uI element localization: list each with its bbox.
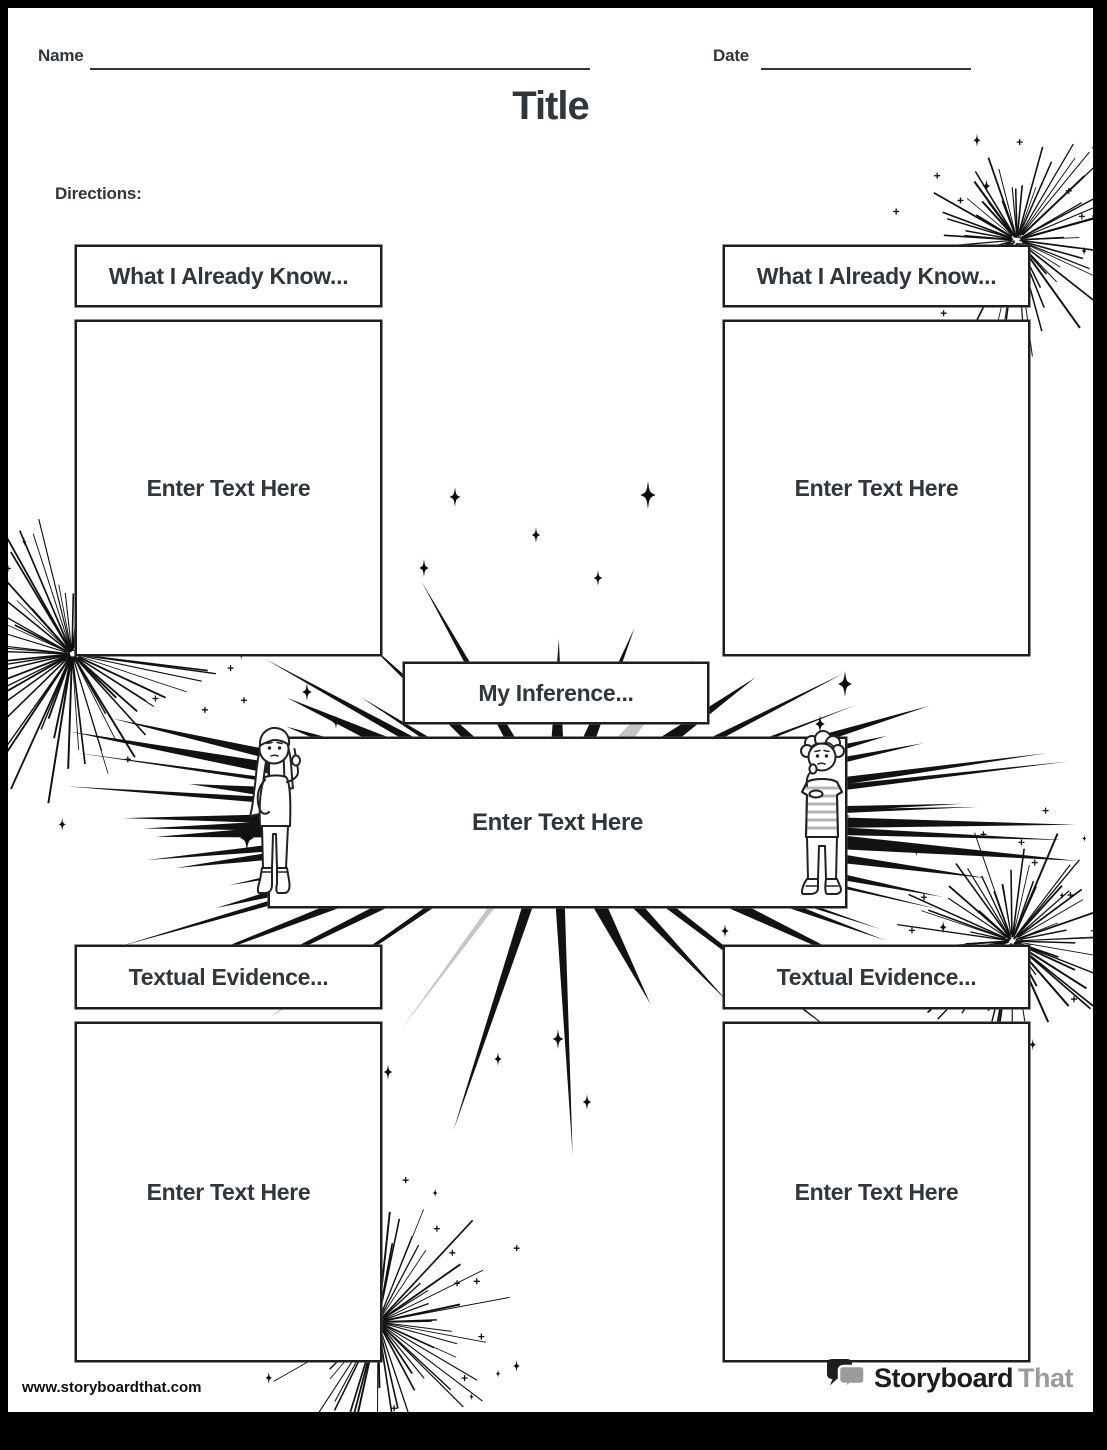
sparkle-icon — [593, 570, 603, 586]
sparkle-icon — [265, 1371, 273, 1384]
sparkle-icon — [402, 1177, 409, 1184]
sparkle-icon — [1018, 839, 1025, 846]
sparkle-icon — [227, 665, 234, 672]
thinking-boy-illustration — [800, 730, 845, 895]
sparkle-icon — [1090, 930, 1093, 932]
sparkle-icon — [433, 1225, 440, 1232]
sparkle-icon — [332, 715, 340, 729]
sparkle-icon — [391, 1405, 398, 1412]
sparkle-icon — [837, 671, 853, 697]
sparkle-icon — [1078, 213, 1085, 220]
sparkle-icon — [982, 179, 991, 193]
sparkle-icon — [8, 565, 11, 572]
sparkle-icon — [552, 1029, 564, 1049]
sparkle-icon — [1042, 807, 1049, 814]
sparkle-icon — [1016, 139, 1023, 146]
logo-text-storyboard: Storyboard — [873, 1362, 1014, 1393]
name-label: Name — [38, 46, 84, 65]
sparkle-icon — [980, 831, 987, 838]
sparkle-icon — [1029, 1038, 1036, 1051]
sparkle-icon — [973, 133, 981, 147]
evidence-right-placeholder: Enter Text Here — [794, 1178, 959, 1205]
sparkle-icon — [449, 1249, 456, 1256]
sparkle-icon — [1082, 834, 1087, 843]
sparkle-icon — [940, 310, 947, 317]
sparkle-icon — [152, 695, 159, 702]
thinking-girl-illustration — [249, 726, 301, 894]
sparkle-icon — [449, 487, 461, 507]
sparkle-icon — [201, 706, 208, 713]
know-left-text-area[interactable]: Enter Text Here — [75, 320, 382, 656]
sparkle-icon — [1065, 187, 1072, 194]
sparkle-icon — [1067, 891, 1074, 898]
sparkle-icon — [893, 208, 900, 215]
date-input-line[interactable] — [761, 68, 971, 70]
sparkle-icon — [22, 537, 27, 546]
sparkle-icon — [432, 1188, 438, 1198]
speech-bubbles-logo-icon — [826, 1359, 866, 1391]
know-left-placeholder: Enter Text Here — [146, 474, 311, 501]
sparkle-icon — [1081, 246, 1087, 256]
evidence-right-text-area[interactable]: Enter Text Here — [723, 1022, 1030, 1362]
sparkle-icon — [240, 697, 247, 704]
sparkle-icon — [721, 924, 729, 938]
sparkle-icon — [302, 683, 312, 701]
sparkle-icon — [934, 172, 941, 179]
sparkle-icon — [478, 1333, 485, 1340]
date-label: Date — [713, 46, 750, 65]
evidence-left-header-box: Textual Evidence... — [75, 945, 382, 1009]
inference-text-area[interactable]: Enter Text Here — [268, 737, 847, 908]
evidence-left-text-area[interactable]: Enter Text Here — [75, 1022, 382, 1362]
sparkle-icon — [1092, 215, 1093, 217]
sparkle-icon — [920, 894, 927, 901]
evidence-right-header-box: Textual Evidence... — [723, 945, 1030, 1009]
sparkle-icon — [469, 1392, 474, 1401]
sparkle-icon — [531, 527, 541, 543]
sparkle-icon — [1059, 891, 1065, 900]
know-right-placeholder: Enter Text Here — [794, 474, 959, 501]
firework-icon — [897, 807, 1093, 1058]
know-right-header-label: What I Already Know... — [756, 262, 997, 289]
sparkle-icon — [473, 1278, 480, 1285]
sparkle-icon — [124, 756, 131, 763]
sparkle-icon — [957, 197, 964, 204]
sparkle-icon — [513, 1359, 520, 1373]
sparkle-icon — [939, 920, 947, 934]
sparkle-icon — [454, 1280, 461, 1287]
sparkle-icon — [58, 817, 66, 832]
inference-header-box: My Inference... — [403, 662, 709, 724]
evidence-left-placeholder: Enter Text Here — [146, 1178, 311, 1205]
sparkle-icon — [640, 481, 656, 509]
evidence-left-header-label: Textual Evidence... — [128, 963, 329, 990]
logo-text-that: That — [1018, 1362, 1074, 1393]
page-title[interactable]: Title — [512, 84, 590, 128]
know-right-text-area[interactable]: Enter Text Here — [723, 320, 1030, 656]
sparkle-icon — [1071, 996, 1077, 1003]
sparkle-icon — [461, 1375, 468, 1382]
directions-label: Directions: — [55, 184, 142, 203]
know-left-header-label: What I Already Know... — [108, 262, 349, 289]
inference-header-label: My Inference... — [478, 679, 634, 706]
footer-website-url: www.storyboardthat.com — [22, 1379, 202, 1396]
know-right-header-box: What I Already Know... — [723, 245, 1030, 307]
inference-placeholder: Enter Text Here — [471, 808, 644, 836]
sparkle-icon — [1031, 859, 1038, 866]
sparkle-icon — [495, 1369, 501, 1378]
evidence-right-header-label: Textual Evidence... — [776, 963, 977, 990]
sparkle-icon — [419, 559, 429, 577]
sparkle-icon — [1092, 146, 1093, 149]
sparkle-icon — [494, 1052, 502, 1066]
sparkle-icon — [913, 847, 919, 857]
sparkle-icon — [908, 927, 915, 934]
sparkle-icon — [582, 1094, 592, 1110]
know-left-header-box: What I Already Know... — [75, 245, 382, 307]
sparkle-icon — [513, 1245, 520, 1252]
sparkle-icon — [383, 1064, 393, 1080]
worksheet-page: Name Date Title Directions: What I Alrea… — [8, 8, 1093, 1412]
name-input-line[interactable] — [90, 68, 590, 70]
